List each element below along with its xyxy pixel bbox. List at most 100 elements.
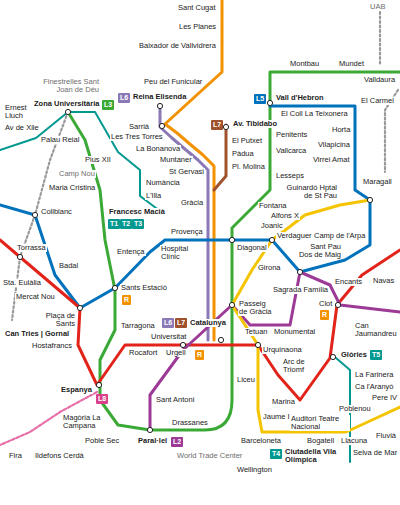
station-label: Poblenou (338, 405, 372, 413)
station-label: Maragall (362, 178, 393, 186)
station-label: Gràcia (180, 199, 204, 207)
badge-text: T4 (272, 450, 280, 457)
station-label: Girona (257, 264, 282, 272)
l6-line (160, 106, 208, 340)
station-label: Wellington (236, 466, 273, 474)
station-label: Pius XII (84, 156, 112, 164)
station-label: Sant Pau Dos de Maig (296, 243, 342, 259)
station-label: Navas (372, 277, 395, 285)
station-label: Penitents (275, 131, 308, 139)
station-label: Vallcarca (275, 147, 307, 155)
station-label: Zona Universitària (33, 100, 100, 108)
interchange-dot (77, 305, 82, 310)
station-label: Ca l'Aranyó (354, 383, 395, 391)
station-label: Mercat Nou (15, 293, 56, 301)
badge-text: R (124, 296, 129, 303)
interchange-dot (367, 197, 372, 202)
station-label: Vilapicina (317, 141, 351, 149)
station-label: Guinardó Hptal de St Pau (278, 184, 338, 200)
station-label: Sta. Eulàlia (2, 279, 42, 287)
station-label: Reina Elisenda (132, 93, 187, 101)
station-label: Horta (331, 126, 351, 134)
station-label: La Bonanova (135, 145, 181, 153)
interchange-dot (17, 254, 22, 259)
line-badge: L7 (211, 120, 223, 130)
badge-text: R (322, 311, 327, 318)
station-label: Collblanc (40, 208, 73, 216)
station-label: Numància (145, 179, 181, 187)
badge-text: L6 (164, 319, 172, 326)
station-label: Av. Tibidabo (232, 120, 278, 128)
station-label: Muntaner (159, 156, 193, 164)
station-label: Sant Antoni (155, 396, 195, 404)
s-line (165, 0, 222, 340)
station-label: El Putxet (231, 137, 263, 145)
station-label: Encants (334, 278, 363, 286)
line-badge: L6 (162, 318, 174, 328)
station-label: Hostafrancs (31, 342, 73, 350)
line-badge: R (320, 310, 329, 320)
line-badge: L8 (96, 394, 108, 404)
station-label: Arc de Triomf (282, 358, 310, 374)
station-label: Clot (318, 300, 333, 308)
interchange-dot (223, 124, 228, 129)
station-label: Magòria La Campana (62, 414, 102, 430)
station-label: Badal (58, 262, 79, 270)
station-label: Pàdua (231, 150, 255, 158)
line-badge: R (122, 295, 131, 305)
station-label: Espanya (60, 386, 93, 394)
line-badge: L6 (118, 93, 130, 103)
badge-text: R (197, 351, 202, 358)
interchange-dot (65, 109, 70, 114)
station-label: Drassanes (171, 419, 209, 427)
l9-line (380, 12, 398, 172)
badge-text: L3 (104, 101, 112, 108)
station-label: Sants Estació (120, 284, 168, 292)
badge-text: L8 (98, 395, 106, 402)
l1-line (0, 240, 400, 400)
station-label: Urgell (165, 349, 187, 357)
station-label: Tetuan (244, 328, 269, 336)
station-label: Tarragona (120, 322, 156, 330)
badge-text: L6 (120, 94, 128, 101)
station-label: Av de Xile (4, 124, 40, 132)
station-label: Barceloneta (240, 437, 282, 445)
station-label: Fontana (258, 202, 288, 210)
l2-line (150, 272, 400, 430)
station-label: Monumental (273, 328, 316, 336)
station-label: Francesc Macià (108, 208, 166, 216)
station-label: Passeig de Gràcia (238, 300, 276, 316)
station-label: Rocafort (128, 349, 158, 357)
station-label: Pere IV (371, 394, 398, 402)
station-label: Montbau (289, 60, 320, 68)
interchange-dot (255, 342, 260, 347)
station-label: Can Tries | Gornal (4, 330, 70, 338)
interchange-dot (157, 103, 162, 108)
interchange-dot (159, 123, 164, 128)
station-label: Camp de l'Arpa (313, 232, 366, 240)
station-label: Catalunya (189, 319, 227, 327)
station-label: Bogatell (306, 437, 335, 445)
station-label: Joanic (260, 222, 284, 230)
badge-text: T1 (110, 220, 118, 227)
station-label: Torrassa (16, 244, 47, 252)
station-label: Baixador de Vallvidrera (138, 42, 217, 50)
station-label: Entença (116, 248, 146, 256)
station-label: Valldaura (363, 76, 396, 84)
station-label: Mundet (338, 60, 365, 68)
line-badge: L3 (102, 100, 114, 110)
interchange-dot (32, 212, 37, 217)
station-label: Sant Cugat (177, 4, 217, 12)
line-badge: T4 (270, 449, 282, 459)
badge-text: L2 (173, 438, 181, 445)
interchange-dot (229, 302, 234, 307)
station-label: L'Illa (145, 192, 162, 200)
station-label: El Carmel (360, 97, 395, 105)
station-label: Auditori Teatre Nacional (290, 415, 350, 431)
line-badge: L2 (171, 437, 183, 447)
station-label: Peu del Funicular (143, 78, 203, 86)
badge-text: T5 (372, 351, 380, 358)
line-badge: T5 (370, 350, 382, 360)
station-label: Ciutadella Vila Olímpica (284, 448, 340, 464)
line-badge: T3 (132, 219, 144, 229)
